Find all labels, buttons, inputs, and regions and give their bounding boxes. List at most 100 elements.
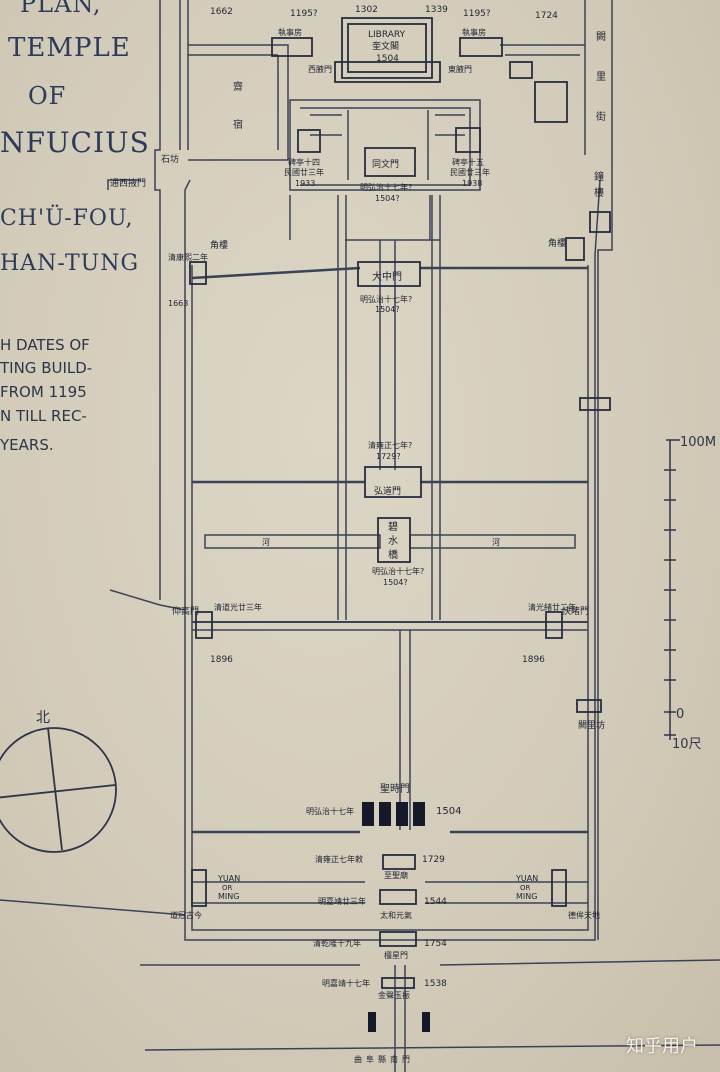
yanggao-year: 1896 <box>210 655 233 665</box>
stele-w-label: 碑亭十四 <box>288 157 320 167</box>
jinsheng-year: 1538 <box>424 979 447 989</box>
tongwen-era: 明弘治十七年? <box>360 182 412 192</box>
dazhong-gate <box>357 261 421 287</box>
tongwen-gate <box>364 147 416 177</box>
corner-e-label: 角樓 <box>548 237 566 249</box>
east-street-char4: 鐘 <box>594 170 604 183</box>
hongdao-year: 1729? <box>376 452 401 461</box>
east-street-char2: 里 <box>596 71 606 83</box>
zhai-label: 齋 <box>233 80 243 93</box>
library-label: LIBRARY <box>368 30 406 40</box>
queli-label: 闕里坊 <box>578 719 605 731</box>
yuan-e-label: YUAN <box>515 874 538 883</box>
stele-e-era: 民國廿三年 <box>450 167 490 177</box>
note-line1: H DATES OF <box>0 336 90 354</box>
title-line2: TEMPLE <box>8 33 131 63</box>
hongdao-era: 清雍正七年? <box>368 440 412 450</box>
east-gate-label: 東腋門 <box>448 64 472 74</box>
yanggao-label: 仰高門 <box>172 605 199 617</box>
dazhong-cross-wall <box>191 266 588 280</box>
dazhong-era: 明弘治十七年? <box>360 294 412 304</box>
bishui-year: 1504? <box>383 578 408 587</box>
date-1302: 1302 <box>355 5 378 15</box>
library-building <box>341 17 433 79</box>
kuaidu-year: 1896 <box>522 655 545 665</box>
west-office-label: 執事房 <box>278 27 302 37</box>
river-w-label: 河 <box>262 537 270 547</box>
west-gate-label: 西腋門 <box>308 64 332 74</box>
river-e-label: 河 <box>492 537 500 547</box>
stele-e-year: 1938 <box>462 179 482 188</box>
corner-w-year: 1663 <box>168 299 188 308</box>
shengshi-label: 聖時門 <box>380 783 410 795</box>
shengshi-era: 明弘治十七年 <box>306 806 354 816</box>
jinsheng-era: 明嘉靖十七年 <box>322 978 370 988</box>
taihe-era: 明嘉靖廿三年 <box>318 896 366 906</box>
taihe-year: 1544 <box>424 897 447 907</box>
lingxing-year: 1754 <box>424 939 447 949</box>
date-1724: 1724 <box>535 11 558 21</box>
hongdao-label: 弘道門 <box>374 485 401 497</box>
south-gate-label: 曲阜縣南門 <box>354 1054 414 1064</box>
shengshi-gate <box>362 802 425 826</box>
outer-enclosure-wall <box>184 255 596 941</box>
deping-label: 德侔天地 <box>568 910 600 920</box>
ming-w-label: MING <box>218 892 239 901</box>
library-cn-label: 奎文閣 <box>372 40 399 52</box>
central-corridor-walls <box>337 195 441 620</box>
taihe-label: 太和元氣 <box>380 910 412 920</box>
date-1339: 1339 <box>425 5 448 15</box>
east-street-char1: 闕 <box>596 31 606 43</box>
bishui-bridge <box>377 517 411 563</box>
title-line6: HAN-TUNG <box>0 251 139 276</box>
daoguan-label: 道冠古今 <box>170 910 202 920</box>
west-lane-label: 通西掖門 <box>110 177 146 189</box>
yanggao-era: 清道光廿三年 <box>214 602 262 612</box>
note-line2: TING BUILD- <box>0 359 92 377</box>
title-line1: PLAN, <box>20 0 102 18</box>
zhisheng-era: 清雍正七年敕 <box>315 854 363 864</box>
bishui-char2: 水 <box>388 535 398 547</box>
date-1195b: 1195? <box>463 9 491 19</box>
su-label: 宿 <box>233 118 243 131</box>
bishui-era: 明弘治十七年? <box>372 566 424 576</box>
zhisheng-year: 1729 <box>422 855 445 865</box>
scale-zero-label: 0 <box>676 707 684 722</box>
dazhong-year: 1504? <box>375 305 400 314</box>
bishui-char1: 碧 <box>388 521 398 533</box>
west-compound-wall <box>188 44 289 161</box>
kuaidu-era: 清光緒廿二年 <box>528 602 576 612</box>
jinsheng-label: 金聲玉振 <box>378 990 410 1000</box>
watermark-text: 知乎用户 <box>626 1036 698 1057</box>
scale-bar <box>664 439 680 740</box>
north-label: 北 <box>36 710 50 726</box>
tongwen-year: 1504? <box>375 194 400 203</box>
title-line4: NFUCIUS <box>0 126 150 159</box>
corner-w-era: 清康熙二年 <box>168 252 208 262</box>
stele-e-label: 碑亭十五 <box>452 157 484 167</box>
scale-top-label: 100M <box>680 435 716 450</box>
title-line5: CH'Ü-FOU, <box>0 204 133 231</box>
east-office-label: 執事房 <box>462 27 486 37</box>
east-boundary-line <box>597 0 613 940</box>
ming-e-label: MING <box>516 892 537 901</box>
or-w-label: OR <box>222 884 233 892</box>
tongwen-label: 同文門 <box>372 158 399 170</box>
north-compass <box>0 727 117 853</box>
date-1662: 1662 <box>210 7 233 17</box>
scale-bottom-label: 10尺 <box>672 737 702 752</box>
zhisheng-label: 至聖廟 <box>384 870 408 880</box>
lingxing-label: 欞星門 <box>384 950 408 960</box>
date-1195a: 1195? <box>290 9 318 19</box>
corner-w-label: 角樓 <box>210 239 228 251</box>
kuaidu-label: 快睹門 <box>562 605 589 617</box>
stone-arch-label: 石坊 <box>161 153 179 165</box>
stele-w-era: 民國廿三年 <box>284 167 324 177</box>
stele-w-year: 1933 <box>295 179 315 188</box>
yuan-w-label: YUAN <box>217 874 240 883</box>
library-year: 1504 <box>376 54 399 64</box>
title-line3: OF <box>28 82 66 110</box>
west-boundary-line <box>154 0 161 600</box>
